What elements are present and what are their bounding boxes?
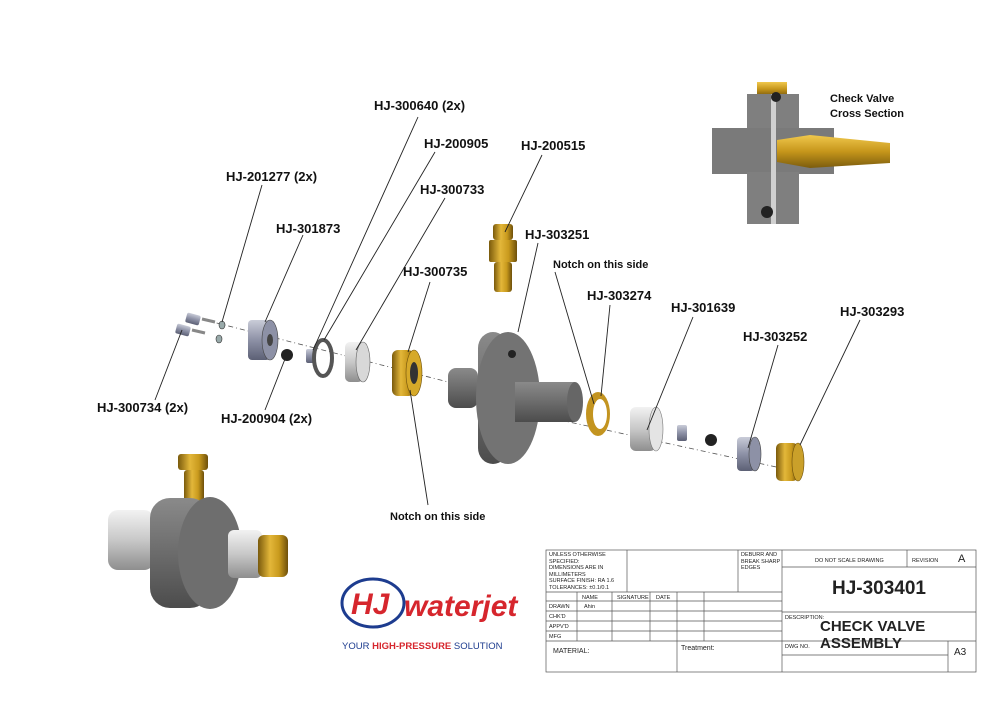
callout-hj-303252: HJ-303252 <box>743 329 807 344</box>
callout-hj-303251: HJ-303251 <box>525 227 589 242</box>
treatment-label: Treatment: <box>681 645 715 652</box>
seat-part <box>677 425 687 441</box>
brass-fitting-part <box>489 224 517 292</box>
assembled-view <box>108 454 288 609</box>
notch-note-top: Notch on this side <box>553 259 648 271</box>
row-drawn: DRAWN <box>549 604 570 610</box>
cross-section-view <box>712 82 890 224</box>
ball-part <box>705 434 717 446</box>
revision-label: REVISION <box>912 558 939 564</box>
brass-ring-part <box>392 349 423 397</box>
logo-wordmark: waterjet <box>404 590 519 623</box>
revision-value: A <box>958 553 966 565</box>
cross-section-title-line1: Check Valve <box>830 93 894 105</box>
col-signature: SIGNATURE <box>617 595 649 601</box>
retainer-part <box>737 436 762 472</box>
title-block-notes: UNLESS OTHERWISE SPECIFIED: DIMENSIONS A… <box>549 552 615 591</box>
company-logo: HJ waterjet YOUR HIGH-PRESSURE SOLUTION <box>340 577 519 652</box>
callout-hj-200515: HJ-200515 <box>521 138 585 153</box>
drawn-name: Ahin <box>584 604 596 610</box>
washer-part <box>215 320 226 344</box>
title-block-deburr: DEBURR AND BREAK SHARP EDGES <box>741 552 781 571</box>
leader-lines <box>154 116 861 506</box>
title-block-frame <box>545 549 977 673</box>
description-value: CHECK VALVE ASSEMBLY <box>820 618 926 652</box>
material-label: MATERIAL: <box>553 648 590 655</box>
screw-part <box>175 312 216 337</box>
sheet-size: A3 <box>954 647 967 658</box>
callout-hj-300734: HJ-300734 (2x) <box>97 400 188 415</box>
col-name: NAME <box>582 595 598 601</box>
retainer-part <box>248 319 279 361</box>
brass-ring-part <box>586 392 610 436</box>
o-ring-part <box>312 338 334 378</box>
ball-part <box>281 349 293 361</box>
sleeve-part <box>630 406 664 452</box>
callout-hj-301639: HJ-301639 <box>671 300 735 315</box>
notch-note-bottom: Notch on this side <box>390 511 485 523</box>
callout-hj-300640: HJ-300640 (2x) <box>374 98 465 113</box>
row-chkd: CHK'D <box>549 614 566 620</box>
row-mfg: MFG <box>549 634 562 640</box>
row-appvd: APPV'D <box>549 624 569 630</box>
callout-hj-303293: HJ-303293 <box>840 304 904 319</box>
valve-body-part <box>448 332 583 464</box>
callout-hj-301873: HJ-301873 <box>276 221 340 236</box>
callout-hj-300735: HJ-300735 <box>403 264 467 279</box>
description-label: DESCRIPTION: <box>785 615 825 621</box>
brass-nut-part <box>776 442 805 482</box>
callout-hj-200904: HJ-200904 (2x) <box>221 411 312 426</box>
part-number: HJ-303401 <box>831 578 927 599</box>
callout-hj-200905: HJ-200905 <box>424 136 488 151</box>
sleeve-part <box>345 341 371 383</box>
col-date: DATE <box>656 595 671 601</box>
callout-hj-201277: HJ-201277 (2x) <box>226 169 317 184</box>
dwg-no-label: DWG NO. <box>785 644 810 650</box>
cross-section-title-line2: Cross Section <box>830 108 904 120</box>
logo-mark: HJ <box>351 588 391 621</box>
do-not-scale-note: DO NOT SCALE DRAWING <box>815 558 884 564</box>
callout-hj-303274: HJ-303274 <box>587 288 652 303</box>
logo-tagline: YOUR HIGH-PRESSURE SOLUTION <box>342 641 503 652</box>
callout-hj-300733: HJ-300733 <box>420 182 484 197</box>
